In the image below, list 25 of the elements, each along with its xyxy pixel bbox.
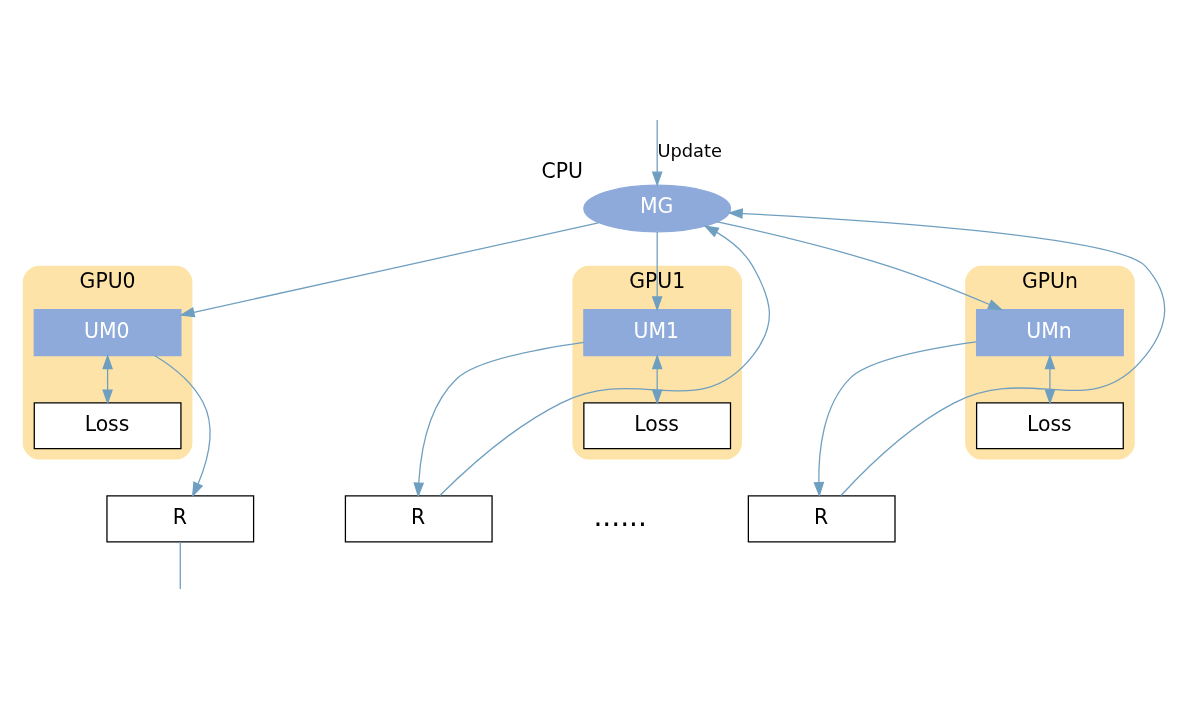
node-box: R [344,495,493,543]
arrow [102,353,113,405]
label: ...... [593,499,647,533]
arrow [1044,353,1056,405]
arrow [413,341,585,498]
node-label: CPU [541,159,583,184]
node-box: Loss [975,402,1124,450]
node-box: R [747,495,896,543]
arrow [716,221,1004,311]
arrow [154,355,211,498]
edge-label: Update [657,140,723,162]
arrow [651,231,663,312]
arrow [813,341,977,498]
node-box: R [106,495,255,543]
arrow [179,222,599,318]
connector [179,541,181,590]
node-box: UMn [975,309,1124,357]
node-box: UM0 [33,309,182,357]
node-ellipse: MG [583,184,732,233]
node-box: Loss [33,402,182,450]
node-box: Loss [583,402,732,450]
arrow [727,208,1166,497]
arrow [439,225,770,497]
arrow [651,119,663,187]
node-box: UM1 [583,309,732,357]
